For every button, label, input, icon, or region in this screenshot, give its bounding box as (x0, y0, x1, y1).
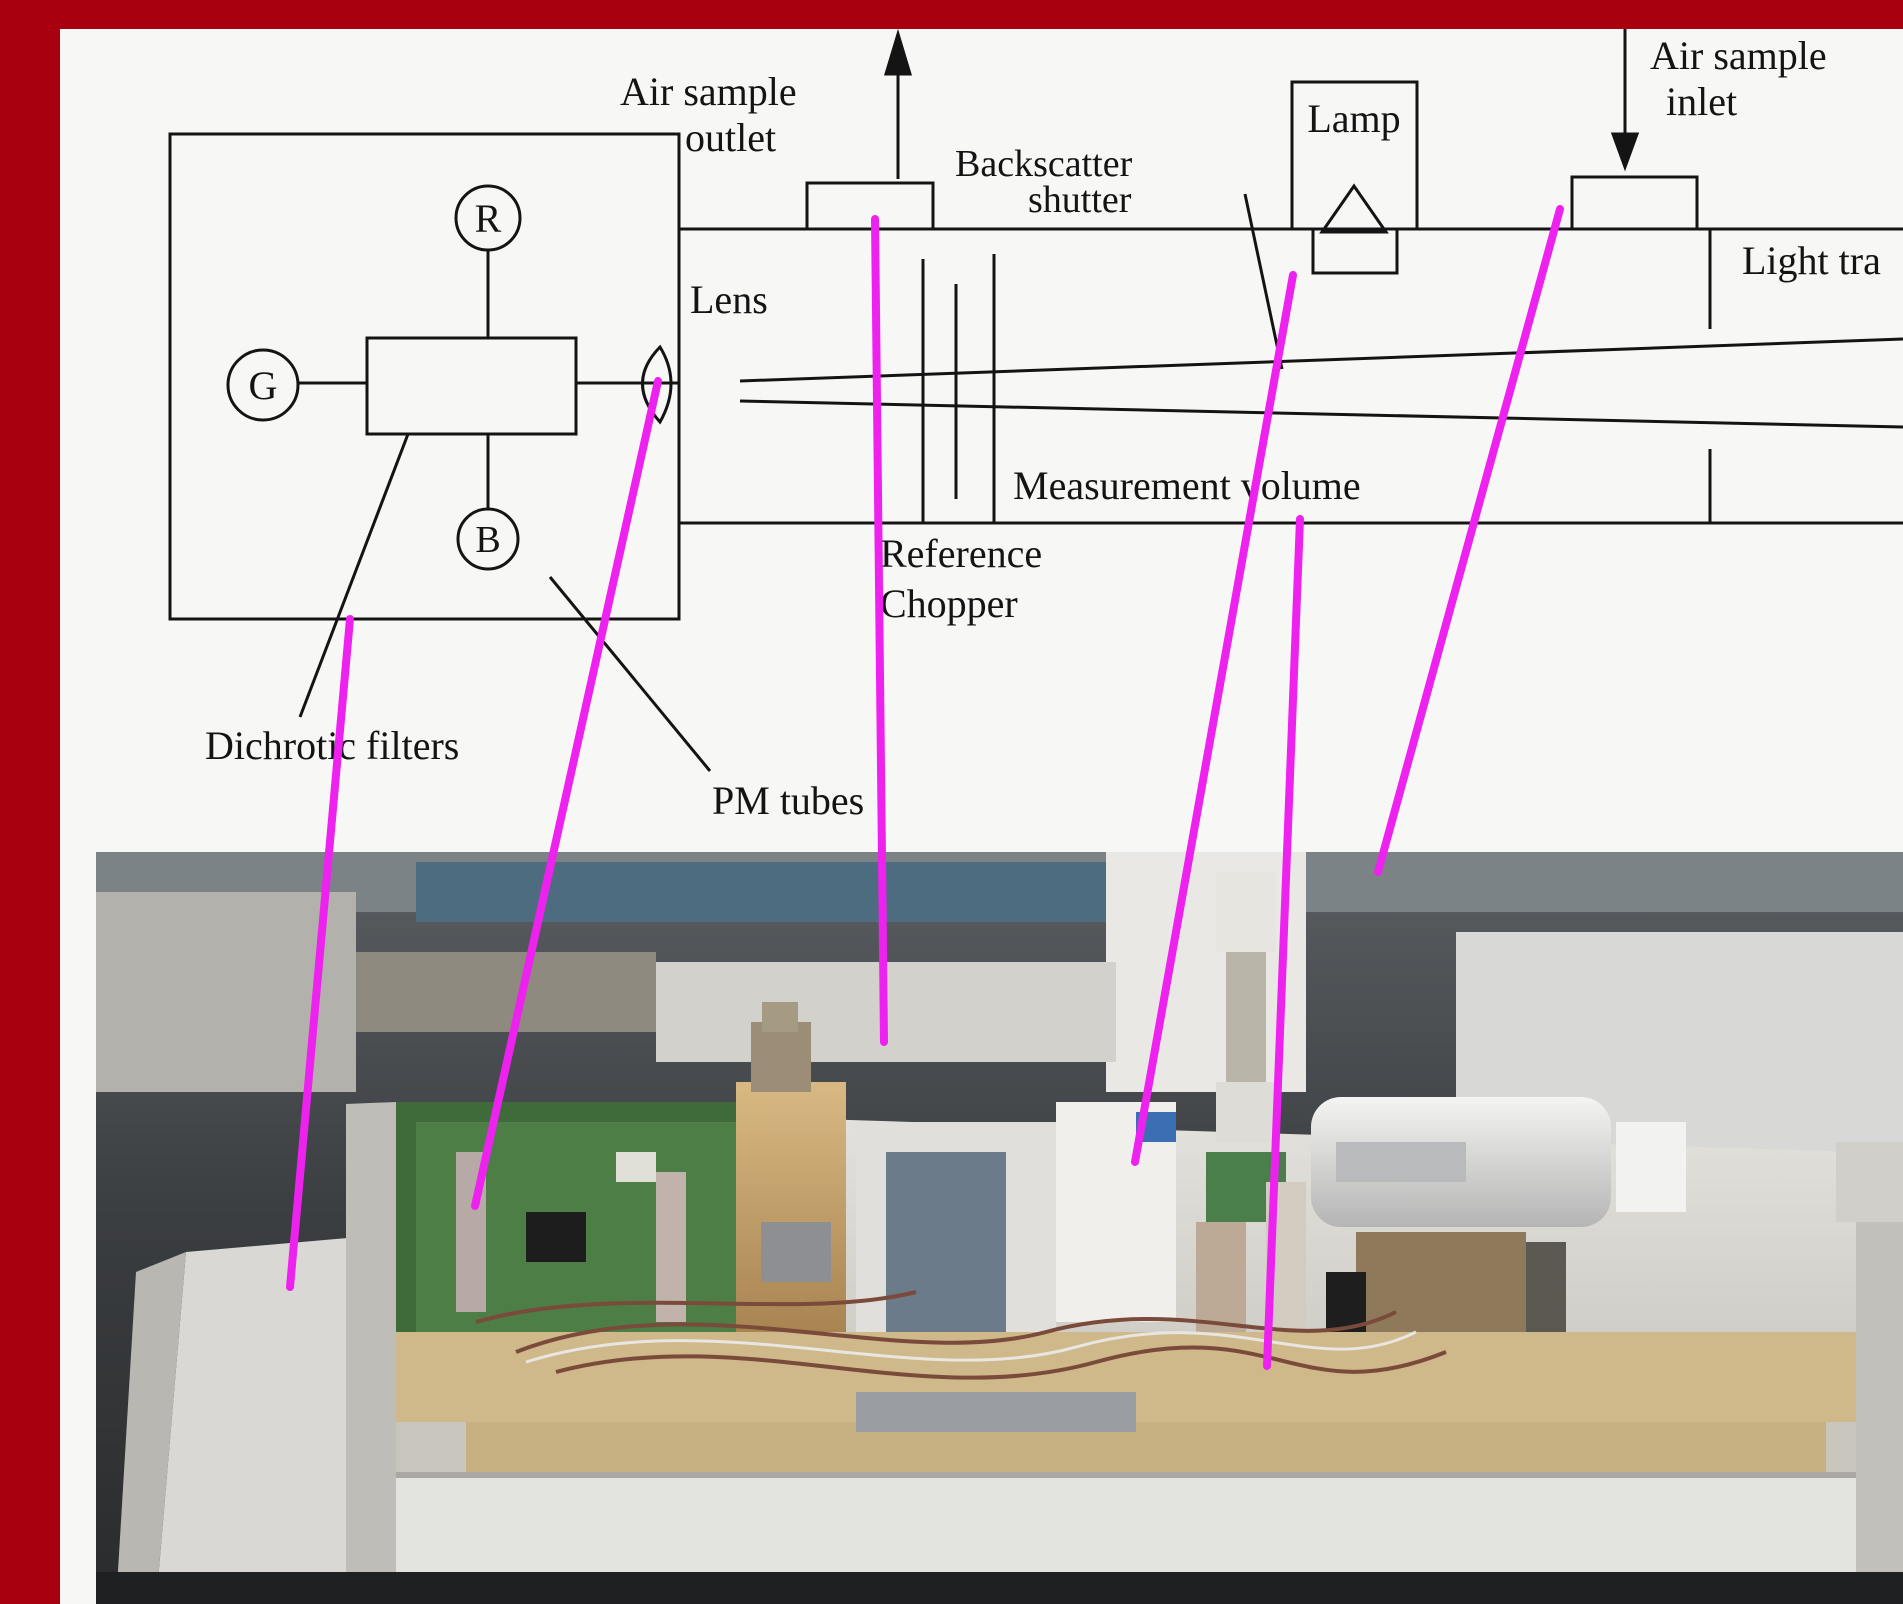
pm-tubes-label: PM tubes (712, 778, 864, 823)
inlet-port (1572, 177, 1697, 229)
outlet-port (807, 183, 933, 229)
dichroic-filter-block (367, 338, 576, 434)
measurement-volume-label: Measurement volume (1013, 463, 1361, 508)
detector-housing (170, 134, 679, 619)
pmt-r-label: R (475, 196, 502, 241)
lamp-label: Lamp (1307, 96, 1400, 141)
lens-label: Lens (690, 277, 768, 322)
reference-chopper-label-1: Reference (880, 531, 1042, 576)
pmt-g-label: G (249, 363, 278, 408)
backscatter-label-2: shutter (1028, 179, 1132, 221)
figure-canvas: R G B Air sample outlet Air sample inlet… (60, 29, 1903, 1604)
air-outlet-label-1: Air sample (620, 69, 797, 114)
reference-chopper-label-2: Chopper (880, 581, 1018, 626)
lamp-bulb (1322, 186, 1386, 232)
air-inlet-label-1: Air sample (1650, 33, 1827, 78)
dichroic-filters-label: Dichrotic filters (205, 723, 459, 768)
pmt-b-label: B (475, 519, 500, 561)
air-outlet-label-2: outlet (685, 115, 776, 160)
light-trap-label: Light tra (1742, 238, 1881, 283)
outlet-arrow (886, 34, 910, 74)
lamp-holder (1313, 229, 1397, 273)
air-inlet-label-2: inlet (1666, 79, 1737, 124)
inlet-arrow (1613, 134, 1637, 167)
instrument-photo (96, 852, 1903, 1604)
instrument-schematic: R G B Air sample outlet Air sample inlet… (60, 29, 1903, 859)
